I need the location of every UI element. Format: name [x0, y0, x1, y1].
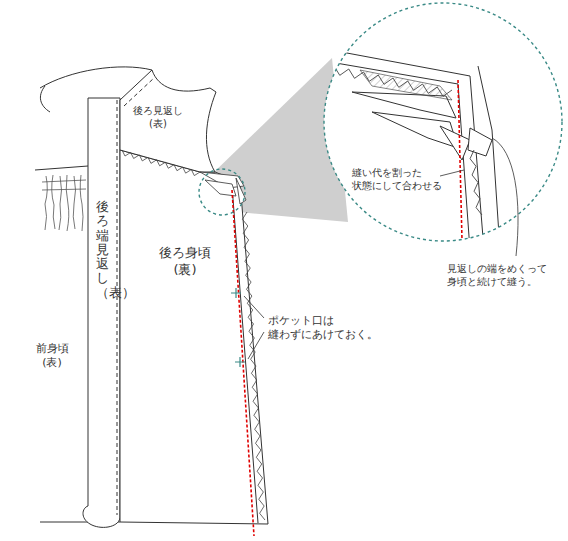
part-label: 前身頃 (表): [30, 342, 74, 371]
detail-enlargement: [320, 48, 500, 250]
part-label: 後ろ身頃 (裏): [150, 245, 220, 279]
note-label: 見返しの端をめくって 身頃と続けて縫う。: [447, 262, 559, 288]
detail-marker: [199, 169, 245, 215]
note-label: ポケット口は 縫わずにあけておく。: [268, 314, 392, 343]
stitch-line: [232, 190, 254, 536]
detail-circle: [324, 3, 562, 241]
overlock-stitch: [122, 150, 265, 520]
part-label: 後ろ見返し (表): [130, 104, 186, 130]
pocket-mark: [231, 288, 245, 367]
gathers: [42, 175, 86, 231]
leader-line: [440, 138, 518, 256]
part-label: 後ろ端見返し（表）: [96, 200, 109, 300]
back-bodice: [120, 150, 268, 524]
leader-line: [244, 296, 264, 359]
back-neck-facing: [40, 67, 216, 172]
overlock-zigzag: [470, 150, 482, 215]
overlock-zigzag: [122, 150, 200, 176]
note-label: 縫い代を割った 状態にして合わせる: [352, 166, 448, 192]
detail-ground: [324, 3, 562, 241]
overlock-zigzag: [334, 66, 452, 96]
overlock-zigzag: [242, 212, 265, 520]
front-edge-facing: [83, 98, 120, 527]
